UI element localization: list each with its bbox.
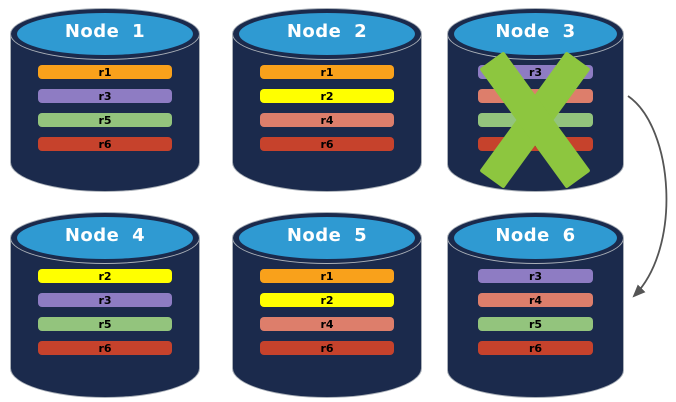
node-2-cylinder: Node 2 r1 r2 r4 r6 (232, 8, 422, 192)
node-title: Node 5 (286, 225, 368, 246)
replica-list: r3 r4 r5 r6 (478, 269, 593, 365)
node-title: Node 6 (495, 225, 576, 246)
replica-bar: r6 (260, 137, 394, 151)
replica-bar: r5 (38, 317, 172, 331)
node-title: Node 3 (495, 21, 576, 42)
cylinder-top-face (237, 11, 417, 57)
node-title: Node 1 (64, 21, 146, 42)
replica-bar: r6 (38, 341, 172, 355)
replica-bar: r5 (478, 317, 593, 331)
node-title: Node 4 (64, 225, 146, 246)
node-5-cylinder: Node 5 r1 r2 r4 r6 (232, 212, 422, 398)
replica-bar: r2 (260, 293, 394, 307)
replica-list: r2 r3 r5 r6 (38, 269, 172, 365)
replica-list: r1 r2 r4 r6 (260, 269, 394, 365)
replica-bar: r3 (478, 269, 593, 283)
node-1-cylinder: Node 1 r1 r3 r5 r6 (10, 8, 200, 192)
cylinder-top-face (15, 215, 195, 261)
replica-bar: r6 (260, 341, 394, 355)
replica-bar: r4 (260, 113, 394, 127)
replica-bar: r1 (260, 65, 394, 79)
failure-x-mark (479, 51, 591, 189)
node-4-cylinder: Node 4 r2 r3 r5 r6 (10, 212, 200, 398)
replica-bar: r4 (260, 317, 394, 331)
replica-bar: r3 (38, 293, 172, 307)
replica-bar: r2 (38, 269, 172, 283)
replica-list: r1 r2 r4 r6 (260, 65, 394, 161)
replica-bar: r4 (478, 293, 593, 307)
replica-bar: r3 (38, 89, 172, 103)
replica-list: r1 r3 r5 r6 (38, 65, 172, 161)
replica-bar: r1 (260, 269, 394, 283)
node-6-cylinder: Node 6 r3 r4 r5 r6 (447, 212, 624, 398)
replica-bar: r2 (260, 89, 394, 103)
cylinder-top-face (452, 11, 619, 57)
replica-bar: r6 (38, 137, 172, 151)
cylinder-top-face (452, 215, 619, 261)
replica-bar: r5 (38, 113, 172, 127)
cylinder-top-face (237, 215, 417, 261)
node-title: Node 2 (286, 21, 368, 42)
arrow-curve (627, 95, 668, 298)
replica-bar: r1 (38, 65, 172, 79)
replica-bar: r6 (478, 341, 593, 355)
cylinder-top-face (15, 11, 195, 57)
